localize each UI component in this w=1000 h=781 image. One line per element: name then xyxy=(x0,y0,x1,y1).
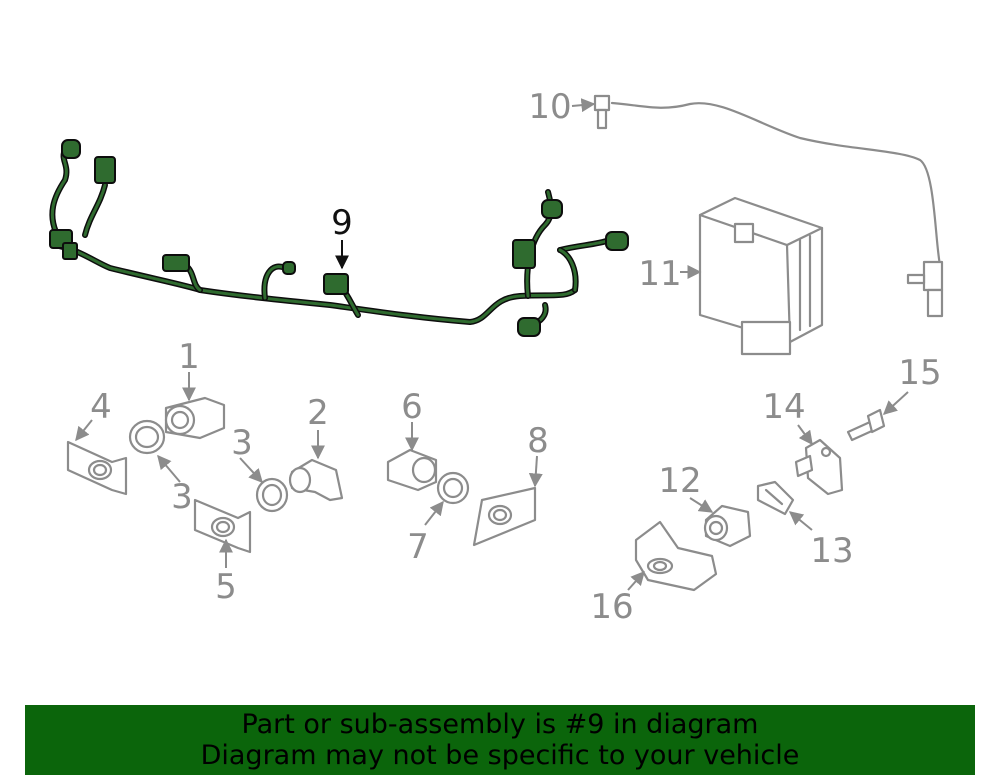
callout-8: 8 xyxy=(527,421,549,461)
callout-6: 6 xyxy=(401,387,423,427)
callout-14: 14 xyxy=(762,387,805,427)
callout-11: 11 xyxy=(638,254,681,294)
camera-cover-part-16[interactable] xyxy=(634,520,718,592)
callout-3b: 3 xyxy=(171,477,193,517)
camera-part-12[interactable] xyxy=(703,504,752,548)
callout-2: 2 xyxy=(307,393,329,433)
callout-7: 7 xyxy=(407,527,429,567)
callout-9: 9 xyxy=(331,203,353,243)
sensor-bracket-part-8[interactable] xyxy=(472,486,537,547)
callout-5: 5 xyxy=(215,567,237,607)
banner-line-1: Part or sub-assembly is #9 in diagram xyxy=(241,709,759,740)
parking-sensor-part-6[interactable] xyxy=(386,448,438,492)
sensor-bracket-part-4[interactable] xyxy=(66,440,128,496)
mount-bracket-part-14[interactable] xyxy=(794,438,844,496)
callout-3a: 3 xyxy=(231,423,253,463)
leader-lines xyxy=(75,98,909,591)
callout-10: 10 xyxy=(528,87,571,127)
callout-4: 4 xyxy=(90,387,112,427)
callout-15: 15 xyxy=(898,353,941,393)
sensor-ring-part-7[interactable] xyxy=(436,471,470,505)
callout-12: 12 xyxy=(658,461,701,501)
sensor-bracket-part-5[interactable] xyxy=(193,498,252,554)
wiring-harness-part-9[interactable] xyxy=(49,139,629,337)
parking-sensor-part-2[interactable] xyxy=(288,458,344,502)
sensor-ring-part-3a[interactable] xyxy=(128,419,166,455)
camera-bracket-part-13[interactable] xyxy=(756,480,795,516)
info-banner: Part or sub-assembly is #9 in diagram Di… xyxy=(25,705,975,775)
banner-line-2: Diagram may not be specific to your vehi… xyxy=(200,740,800,771)
callout-1: 1 xyxy=(178,337,200,377)
sensor-ring-part-3b[interactable] xyxy=(255,477,289,513)
control-module-part-11[interactable] xyxy=(698,196,824,356)
sensor-cable-part-10[interactable] xyxy=(593,94,944,318)
bolt-part-15[interactable] xyxy=(846,408,886,442)
callout-16: 16 xyxy=(590,587,633,627)
parking-sensor-part-1[interactable] xyxy=(164,396,226,440)
parts-diagram: 1 2 3 3 4 5 6 7 8 9 10 11 12 13 14 15 16 xyxy=(49,87,944,627)
callout-13: 13 xyxy=(810,531,853,571)
